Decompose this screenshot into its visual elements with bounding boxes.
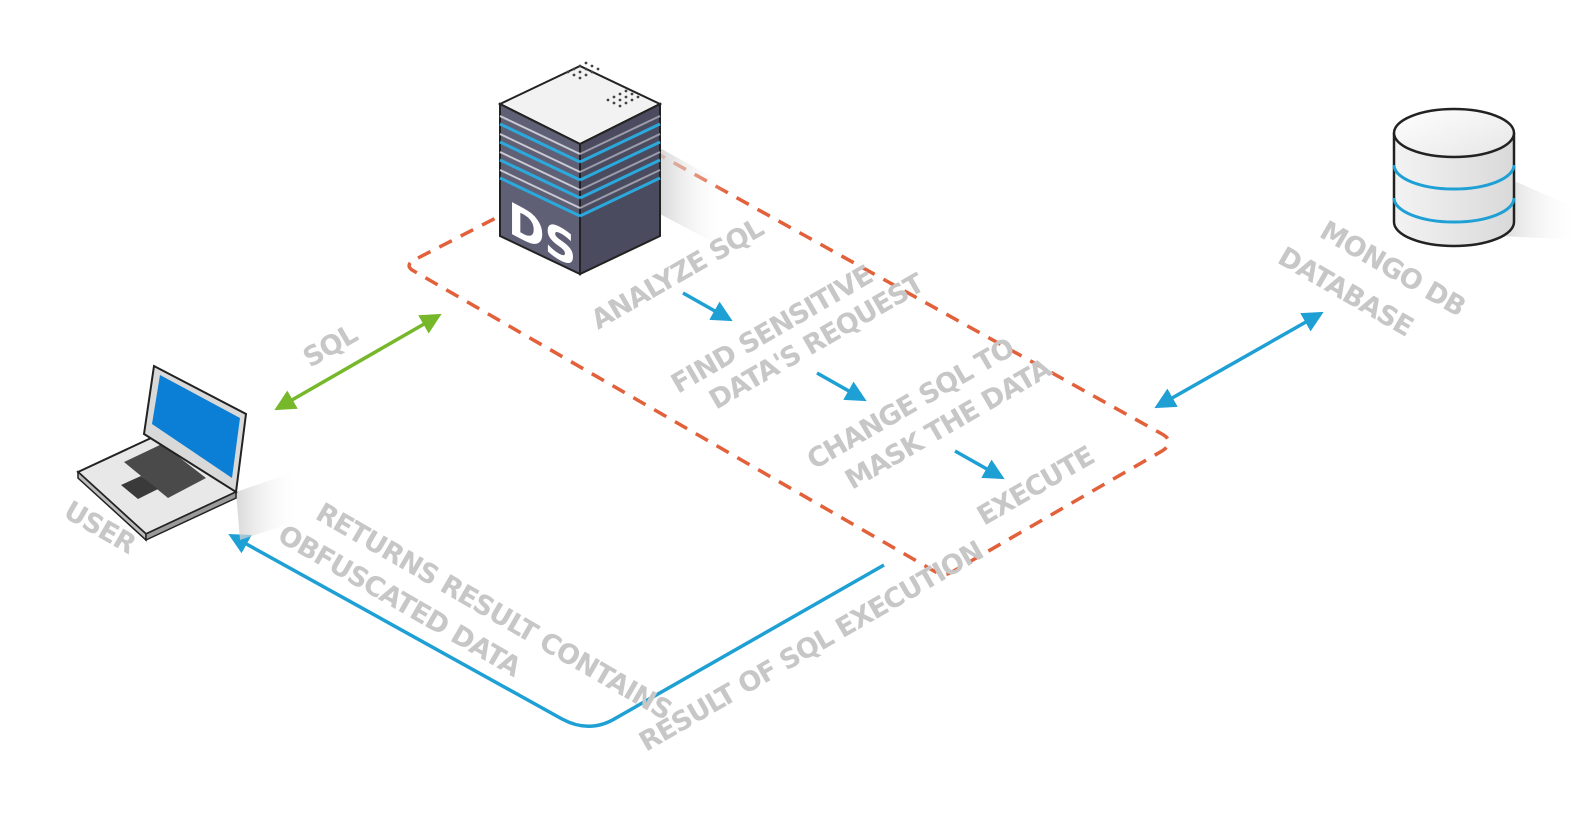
laptop-icon xyxy=(76,364,300,542)
sql-arrow xyxy=(274,313,442,411)
step-arrow-2 xyxy=(816,371,867,402)
server-icon: DS xyxy=(497,61,728,280)
step-arrow-3 xyxy=(954,449,1005,480)
processing-region-dashed-border xyxy=(407,142,1171,576)
result-return-arrow xyxy=(228,533,885,728)
database-icon xyxy=(1392,107,1581,248)
database-arrow xyxy=(1154,311,1324,409)
step-arrow-1 xyxy=(682,291,733,322)
step-execute: EXECUTE xyxy=(972,441,1099,533)
result-sql-execution-label: RESULT OF SQL EXECUTION xyxy=(634,536,988,759)
